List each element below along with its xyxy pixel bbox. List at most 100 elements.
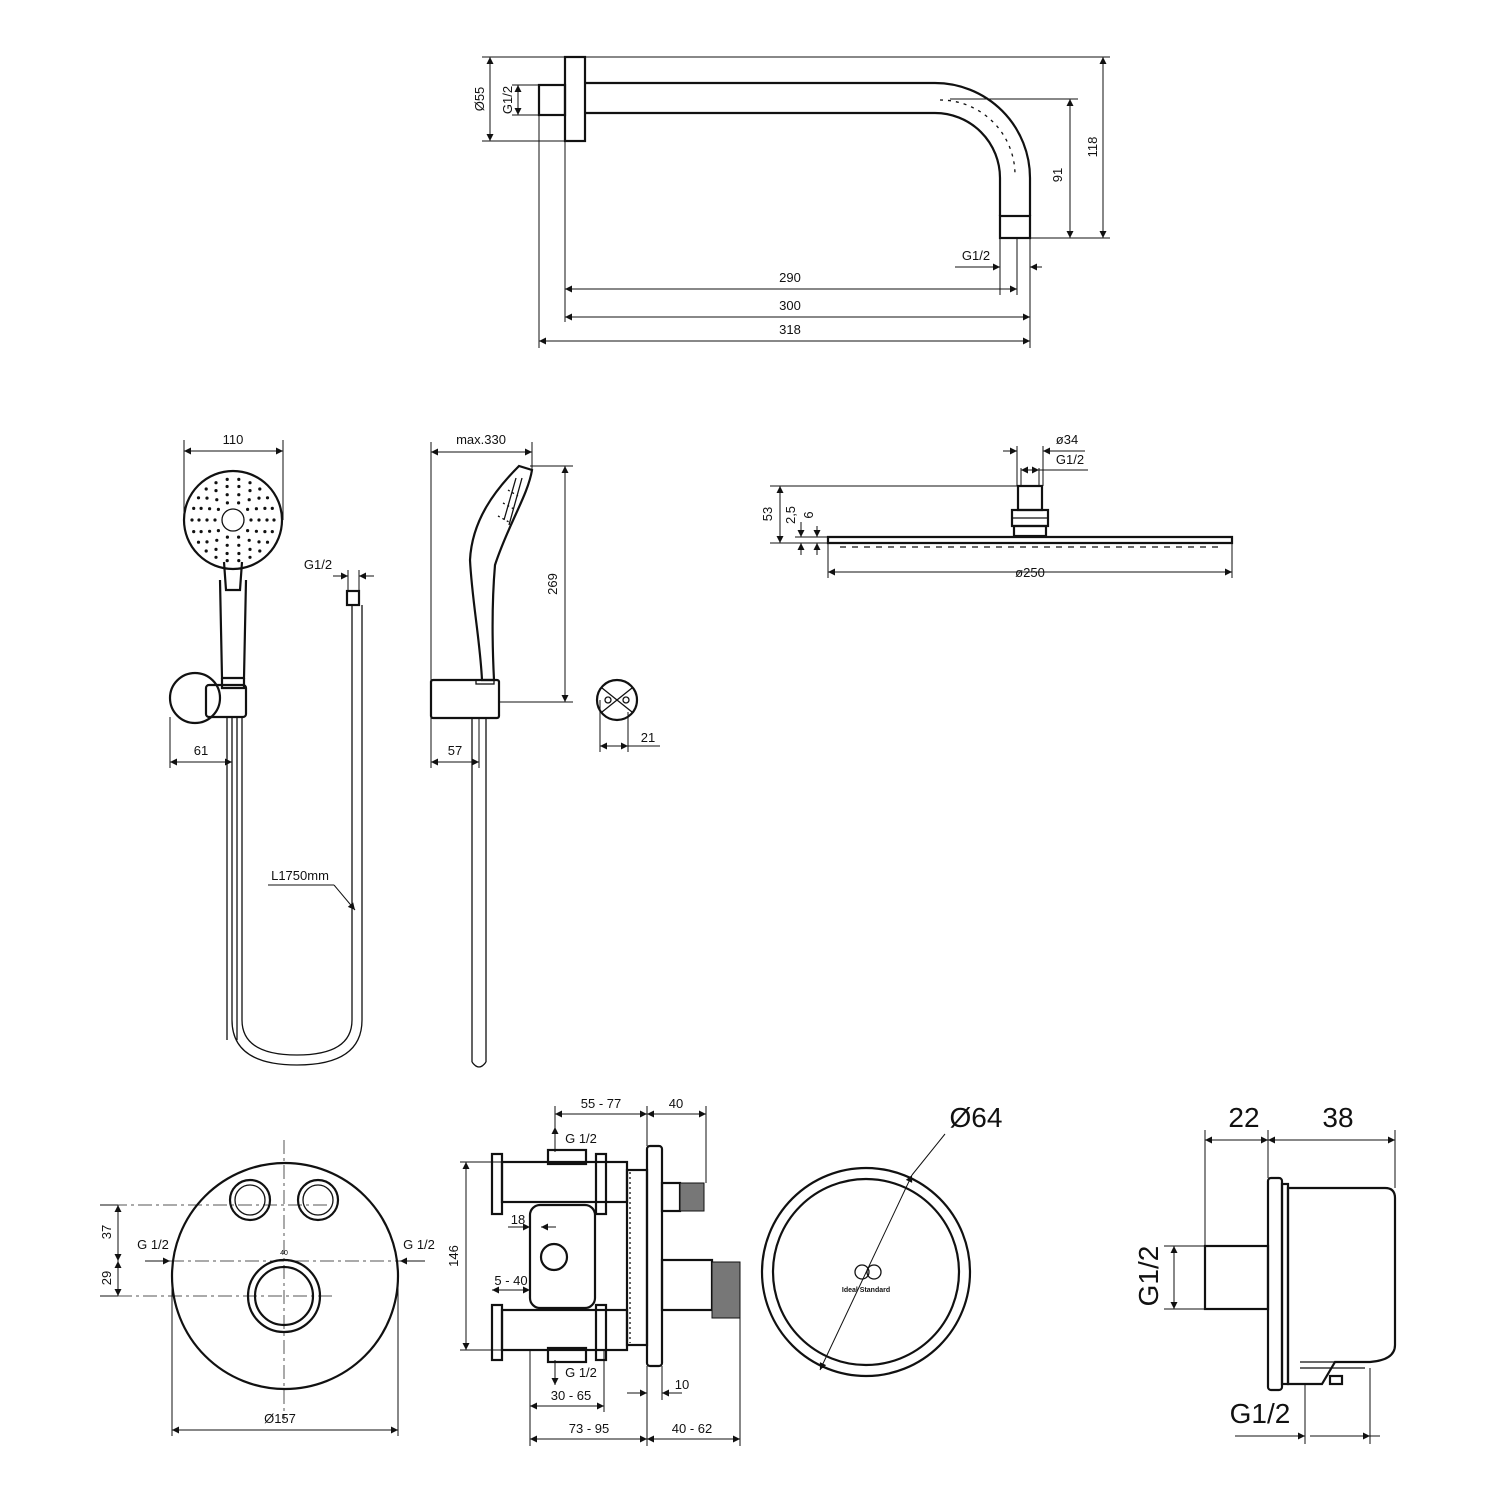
nozzle-dot bbox=[199, 506, 203, 510]
nozzle-dot bbox=[215, 538, 219, 542]
hand-shower-front-drawing: G1/2 L1750mm 110 61 bbox=[168, 432, 374, 1066]
valve-wall-flange bbox=[645, 1144, 664, 1368]
nozzle-dot bbox=[214, 547, 218, 552]
nozzle-dot bbox=[199, 530, 203, 534]
nozzle-dot bbox=[225, 493, 229, 497]
overhead-d34-label: ø34 bbox=[1056, 432, 1078, 447]
hs-d57-label: 57 bbox=[448, 743, 462, 758]
cover-d64-label: Ø64 bbox=[950, 1102, 1003, 1133]
nozzle-dot bbox=[196, 540, 201, 544]
hand-shower-side-body bbox=[468, 464, 534, 682]
nozzle-dot bbox=[237, 535, 241, 539]
valve-button-left bbox=[228, 1178, 272, 1222]
nozzle-dot bbox=[257, 518, 261, 522]
arm-wall-flange bbox=[563, 55, 587, 143]
nozzle-dot bbox=[215, 498, 219, 502]
nozzle-dot bbox=[225, 501, 229, 505]
valve-front-drawing: 40 37 29 G 1/2 G 1/2 Ø157 bbox=[99, 1140, 435, 1436]
overhead-plate bbox=[826, 535, 1234, 545]
hose-nut bbox=[345, 589, 361, 607]
nozzle-dot bbox=[249, 518, 253, 522]
nozzle-dot bbox=[248, 555, 252, 559]
nozzle-dot bbox=[214, 555, 218, 559]
hand-shower-side-drawing: max.330 269 57 21 bbox=[429, 432, 660, 1068]
nozzle-dot bbox=[216, 529, 220, 533]
nozzle-dot bbox=[247, 498, 251, 502]
nozzle-dot bbox=[270, 506, 274, 510]
nozzle-dot bbox=[192, 530, 196, 534]
nozzle-dot bbox=[205, 540, 209, 544]
overhead-connector bbox=[1016, 484, 1044, 512]
hs-d61-label: 61 bbox=[194, 743, 208, 758]
valve-bottom-bracket bbox=[490, 1303, 504, 1362]
nozzle-dot bbox=[237, 477, 241, 481]
nozzle-dot bbox=[263, 530, 267, 534]
nozzle-dot bbox=[237, 484, 241, 489]
outlet-d22-label: 22 bbox=[1228, 1102, 1259, 1133]
nozzle-dot bbox=[257, 496, 261, 500]
nozzle-dot bbox=[225, 484, 229, 489]
valve-body-box bbox=[528, 1203, 597, 1310]
valve-dial-mark: 40 bbox=[280, 1250, 288, 1257]
arm-g12-outlet-label: G1/2 bbox=[962, 248, 990, 263]
nozzle-dot bbox=[214, 481, 218, 485]
overhead-d2-5-label: 2,5 bbox=[783, 506, 798, 524]
wall-bracket bbox=[595, 678, 639, 722]
valve-d37-label: 37 bbox=[99, 1225, 114, 1239]
hose-outer bbox=[231, 605, 363, 1066]
nozzle-dot bbox=[225, 559, 229, 563]
arm-d290-label: 290 bbox=[779, 270, 801, 285]
valve-side-g12-bottom: G 1/2 bbox=[565, 1365, 597, 1380]
nozzle-dot bbox=[254, 507, 258, 511]
nozzle-dot bbox=[208, 529, 212, 533]
nozzle-dot bbox=[272, 518, 276, 522]
nozzle-dot bbox=[237, 551, 241, 556]
nozzle-dot bbox=[204, 487, 208, 491]
valve-thermo-cartridge bbox=[711, 1261, 741, 1319]
outlet-g12-side-label: G1/2 bbox=[1133, 1246, 1164, 1307]
hose-length-label: L1750mm bbox=[271, 868, 329, 883]
valve-side-drawing: G 1/2 G 1/2 55 - 77 40 146 18 5 - 40 30 … bbox=[446, 1096, 741, 1446]
arm-d118-label: 118 bbox=[1085, 137, 1100, 158]
valve-d30-65-label: 30 - 65 bbox=[551, 1388, 591, 1403]
cover-drawing: Ideal Standard Ø64 bbox=[760, 1102, 1003, 1378]
outlet-d38-label: 38 bbox=[1322, 1102, 1353, 1133]
nozzle-dot bbox=[204, 549, 208, 553]
nozzle-dot bbox=[205, 518, 209, 522]
valve-d146-label: 146 bbox=[446, 1245, 461, 1267]
nozzle-dot bbox=[237, 493, 241, 497]
shower-arm-drawing: Ø55 G1/2 118 91 G1/2 290 300 318 bbox=[472, 55, 1110, 348]
valve-d18-label: 18 bbox=[511, 1212, 525, 1227]
outlet-flange bbox=[1266, 1176, 1284, 1392]
nozzle-dot bbox=[265, 540, 270, 544]
arm-d300-label: 300 bbox=[779, 298, 801, 313]
valve-d40-62-label: 40 - 62 bbox=[672, 1421, 712, 1436]
arm-pipe-outer bbox=[585, 81, 1032, 216]
nozzle-dot bbox=[197, 518, 201, 522]
overhead-g12-label: G1/2 bbox=[1056, 452, 1084, 467]
hs-d110-label: 110 bbox=[223, 432, 244, 447]
valve-top-cartridge bbox=[679, 1182, 705, 1212]
nozzle-dot bbox=[247, 538, 251, 542]
outlet-thread bbox=[1203, 1244, 1270, 1311]
nozzle-dot bbox=[208, 507, 212, 511]
valve-d157-label: Ø157 bbox=[264, 1411, 296, 1426]
valve-d73-95-label: 73 - 95 bbox=[569, 1421, 609, 1436]
nozzle-dot bbox=[196, 496, 201, 500]
nozzle-dot bbox=[225, 477, 229, 481]
valve-cover-plate bbox=[170, 1161, 400, 1391]
valve-d55-77-label: 55 - 77 bbox=[581, 1096, 621, 1111]
nozzle-dot bbox=[190, 518, 194, 522]
cover-outer-ring bbox=[760, 1166, 972, 1378]
arm-pipe-inner bbox=[585, 111, 1002, 216]
nozzle-dot bbox=[237, 501, 241, 505]
hs-d269-label: 269 bbox=[545, 573, 560, 595]
valve-d29-label: 29 bbox=[99, 1271, 114, 1285]
wall-outlet-drawing: 22 38 G1/2 G1/2 bbox=[1133, 1102, 1397, 1444]
nozzle-dot bbox=[225, 543, 229, 547]
arm-inlet-thread bbox=[537, 83, 567, 117]
nozzle-dot bbox=[205, 496, 209, 500]
nozzle-dot bbox=[246, 507, 250, 511]
valve-d40-label: 40 bbox=[669, 1096, 683, 1111]
